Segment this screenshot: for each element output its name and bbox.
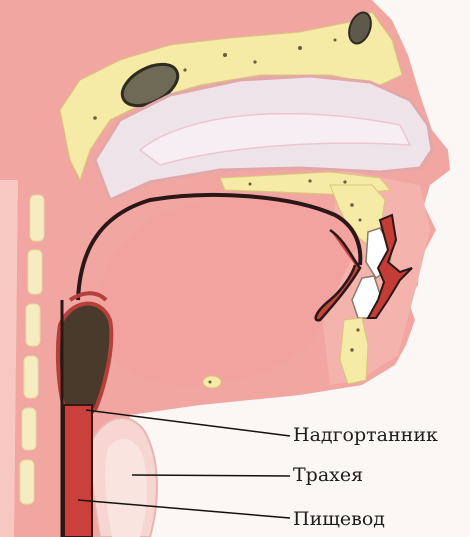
epiglottis-label: Надгортанник — [293, 426, 438, 445]
esophagus-label: Пищевод — [293, 510, 385, 529]
mandible-bone — [340, 318, 368, 384]
trachea-leader — [132, 475, 290, 476]
esophagus — [64, 405, 92, 537]
trachea-label: Трахея — [293, 466, 363, 485]
trachea-inner — [105, 439, 147, 537]
hyoid-bone — [203, 376, 221, 388]
